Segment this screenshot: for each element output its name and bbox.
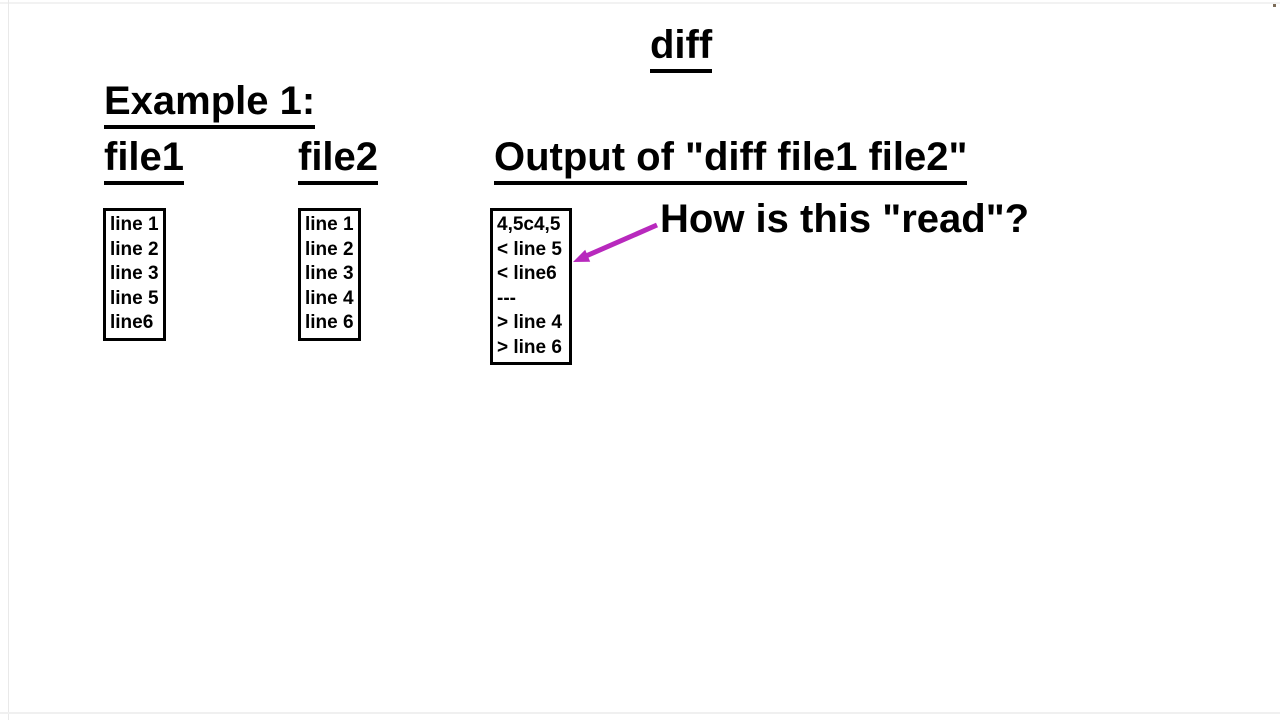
diff-output-line: < line6 <box>497 263 557 284</box>
file2-line: line 4 <box>305 287 354 309</box>
file1-header-text: file1 <box>104 134 185 185</box>
arrow-icon <box>573 222 659 262</box>
page-title: diff <box>650 22 713 73</box>
diff-output-box: 4,5c4,5 < line 5 < line6 --- > line 4 > … <box>490 208 572 365</box>
file2-line: line 2 <box>305 238 354 260</box>
file2-line: line 1 <box>305 214 354 235</box>
file2-line: line 3 <box>305 263 354 284</box>
arrow-shaft <box>584 222 659 259</box>
diff-output-line: 4,5c4,5 <box>497 214 561 235</box>
file2-header-text: file2 <box>298 134 379 185</box>
file1-line: line 2 <box>110 238 159 260</box>
file2-line: line 6 <box>305 312 354 333</box>
page-title-text: diff <box>650 22 713 73</box>
diff-output-line: > line 4 <box>497 312 562 333</box>
slide-frame-top-line <box>0 2 1280 4</box>
example-heading-text: Example 1: <box>104 78 316 129</box>
file2-content-box: line 1 line 2 line 3 line 4 line 6 <box>298 208 361 341</box>
annotation-question-text: How is this "read"? <box>660 197 1030 241</box>
diff-output-header-text: Output of "diff file1 file2" <box>494 134 968 185</box>
diff-output-column-header: Output of "diff file1 file2" <box>494 134 968 185</box>
slide-frame-left-line <box>8 0 9 720</box>
arrow-head <box>573 249 591 262</box>
file1-content-box: line 1 line 2 line 3 line 5 line6 <box>103 208 166 341</box>
diff-output-line: --- <box>497 287 516 309</box>
file1-line: line6 <box>110 312 154 333</box>
corner-artifact-dot <box>1273 4 1276 7</box>
diff-output-line: > line 6 <box>497 336 562 358</box>
diff-output-line: < line 5 <box>497 238 562 260</box>
example-heading: Example 1: <box>104 78 316 129</box>
file1-column-header: file1 <box>104 134 185 185</box>
file1-line: line 3 <box>110 263 159 284</box>
file1-line: line 1 <box>110 214 159 235</box>
file2-column-header: file2 <box>298 134 379 185</box>
file1-line: line 5 <box>110 287 159 309</box>
slide-frame-bottom-line <box>0 712 1280 714</box>
